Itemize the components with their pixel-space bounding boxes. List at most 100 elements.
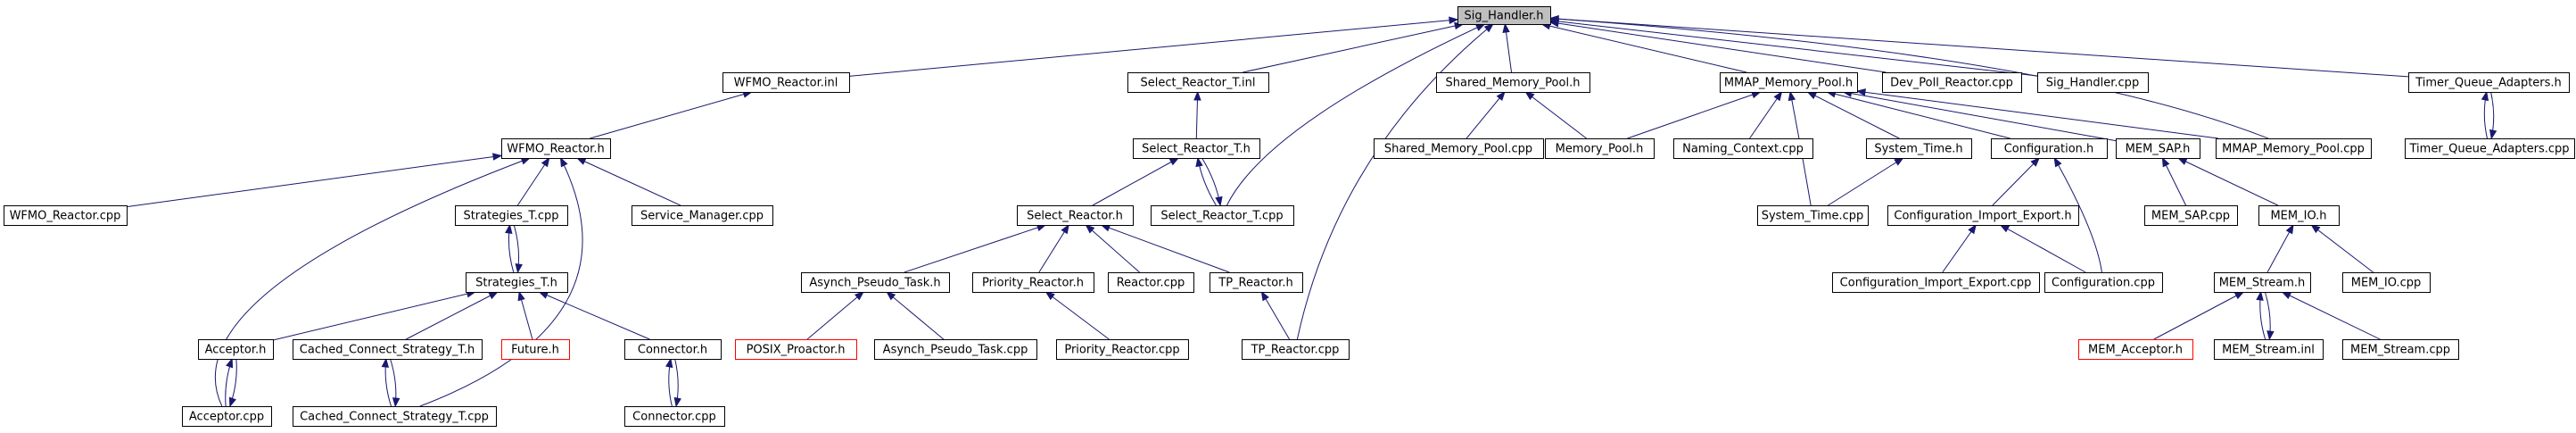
node-box xyxy=(2144,205,2238,226)
node-tp-reactor-h[interactable]: TP_Reactor.h xyxy=(1210,272,1303,293)
node-mem-io-cpp[interactable]: MEM_IO.cpp xyxy=(2342,272,2431,293)
node-label: Priority_Reactor.cpp xyxy=(1064,344,1179,357)
dependency-edge-cached_connect_strategy_t_h-to-strategies_t_h xyxy=(406,291,498,340)
node-memory-pool-h[interactable]: Memory_Pool.h xyxy=(1545,138,1655,159)
dependency-edge-mem_sap_h-to-mmap_memory_pool_h xyxy=(1843,91,2117,142)
arrowhead-mem_io_cpp-to-mem_io_h xyxy=(2310,224,2321,234)
node-mmap-memory-pool-cpp[interactable]: MMAP_Memory_Pool.cpp xyxy=(2216,138,2372,159)
arrowhead-cached_connect_strategy_t_h-to-cached_connect_strategy_t_cpp xyxy=(392,397,400,408)
node-select-reactor-h[interactable]: Select_Reactor.h xyxy=(1017,205,1134,226)
node-cached-connect-strategy-t-cpp[interactable]: Cached_Connect_Strategy_T.cpp xyxy=(293,406,497,427)
node-wfmo-reactor-cpp[interactable]: WFMO_Reactor.cpp xyxy=(4,205,128,226)
node-dev-poll-reactor-cpp[interactable]: Dev_Poll_Reactor.cpp xyxy=(1882,72,2022,93)
dependency-edge-mmap_memory_pool_cpp-to-mmap_memory_pool_h xyxy=(1856,90,2218,139)
node-select-reactor-t-h[interactable]: Select_Reactor_T.h xyxy=(1133,138,1260,159)
node-sig-handler-cpp[interactable]: Sig_Handler.cpp xyxy=(2037,72,2149,93)
node-configuration-import-export-cpp[interactable]: Configuration_Import_Export.cpp xyxy=(1832,272,2040,293)
node-mem-stream-h[interactable]: MEM_Stream.h xyxy=(2214,272,2311,293)
node-connector-cpp[interactable]: Connector.cpp xyxy=(624,406,725,427)
arrowhead-shared_memory_pool_cpp-to-shared_memory_pool_h xyxy=(1496,90,1506,102)
node-box xyxy=(801,272,950,293)
arrowhead-mem_sap_cpp-to-mem_sap_h xyxy=(2161,156,2170,168)
dependency-edge-naming_context_cpp-to-mmap_memory_pool_h xyxy=(1749,91,1782,139)
arrowhead-select_reactor_t_h-to-select_reactor_t_cpp xyxy=(1215,196,1223,207)
node-label: Asynch_Pseudo_Task.h xyxy=(809,277,940,290)
dependency-edge-asynch_pseudo_task_h-to-select_reactor_h xyxy=(904,224,1046,273)
arrowhead-strategies_t_cpp-to-wfmo_reactor_h xyxy=(541,156,550,168)
node-mem-sap-cpp[interactable]: MEM_SAP.cpp xyxy=(2144,205,2238,226)
node-acceptor-h[interactable]: Acceptor.h xyxy=(198,339,274,360)
node-service-manager-cpp[interactable]: Service_Manager.cpp xyxy=(632,205,773,226)
node-box xyxy=(293,406,497,427)
node-box xyxy=(2214,272,2311,293)
node-sig-handler-h[interactable]: Sig_Handler.h xyxy=(1457,6,1551,25)
node-label: Shared_Memory_Pool.cpp xyxy=(1384,143,1532,156)
node-wfmo-reactor-inl[interactable]: WFMO_Reactor.inl xyxy=(722,72,850,93)
node-connector-h[interactable]: Connector.h xyxy=(624,339,722,360)
dependency-edge-select_reactor_t_cpp-to-sig_handler_h xyxy=(1226,23,1485,206)
node-select-reactor-t-cpp[interactable]: Select_Reactor_T.cpp xyxy=(1151,205,1294,226)
node-label: Acceptor.cpp xyxy=(189,411,264,424)
node-asynch-pseudo-task-cpp[interactable]: Asynch_Pseudo_Task.cpp xyxy=(874,339,1037,360)
node-box xyxy=(722,72,850,93)
node-future-h[interactable]: Future.h xyxy=(501,339,570,360)
dependency-edge-mem_sap_cpp-to-mem_sap_h xyxy=(2161,157,2187,206)
dependency-edge-priority_reactor_h-to-select_reactor_h xyxy=(1038,224,1069,273)
arrowhead-cached_connect_strategy_t_h-to-strategies_t_h xyxy=(488,291,499,300)
dependency-edge-tp_reactor_cpp-to-sig_handler_h xyxy=(1296,23,1494,340)
node-configuration-import-export-h[interactable]: Configuration_Import_Export.h xyxy=(1887,205,2079,226)
node-system-time-cpp[interactable]: System_Time.cpp xyxy=(1757,205,1869,226)
node-asynch-pseudo-task-h[interactable]: Asynch_Pseudo_Task.h xyxy=(801,272,950,293)
node-configuration-cpp[interactable]: Configuration.cpp xyxy=(2044,272,2163,293)
arrowhead-reactor_cpp-to-select_reactor_h xyxy=(1085,224,1095,234)
arrowhead-tp_reactor_cpp-to-tp_reactor_h xyxy=(1260,290,1269,302)
node-timer-queue-adapters-h[interactable]: Timer_Queue_Adapters.h xyxy=(2408,72,2570,93)
node-priority-reactor-cpp[interactable]: Priority_Reactor.cpp xyxy=(1056,339,1189,360)
node-cached-connect-strategy-t-h[interactable]: Cached_Connect_Strategy_T.h xyxy=(293,339,483,360)
node-box xyxy=(1017,205,1134,226)
node-system-time-h[interactable]: System_Time.h xyxy=(1866,138,1972,159)
dependency-edge-configuration_cpp-to-configuration_h xyxy=(2053,157,2102,273)
node-timer-queue-adapters-cpp[interactable]: Timer_Queue_Adapters.cpp xyxy=(2405,138,2575,159)
node-label: Naming_Context.cpp xyxy=(1682,143,1804,156)
node-label: Strategies_T.cpp xyxy=(463,210,558,223)
dependency-edge-configuration_h-to-mmap_memory_pool_h xyxy=(1827,91,2010,139)
node-mem-io-h[interactable]: MEM_IO.h xyxy=(2258,205,2340,226)
node-mem-acceptor-h[interactable]: MEM_Acceptor.h xyxy=(2078,339,2193,360)
node-label: Configuration_Import_Export.h xyxy=(1894,210,2071,223)
node-label: Reactor.cpp xyxy=(1117,277,1185,290)
node-box xyxy=(1673,138,1813,159)
node-label: WFMO_Reactor.h xyxy=(507,143,604,156)
node-box xyxy=(1127,72,1269,93)
node-label: Configuration.cpp xyxy=(2052,277,2155,290)
node-priority-reactor-h[interactable]: Priority_Reactor.h xyxy=(972,272,1094,293)
node-configuration-h[interactable]: Configuration.h xyxy=(1991,138,2108,159)
node-tp-reactor-cpp[interactable]: TP_Reactor.cpp xyxy=(1242,339,1350,360)
dependency-edge-shared_memory_pool_cpp-to-shared_memory_pool_h xyxy=(1466,91,1506,139)
node-shared-memory-pool-h[interactable]: Shared_Memory_Pool.h xyxy=(1436,72,1590,93)
node-label: Select_Reactor_T.inl xyxy=(1140,77,1255,90)
node-mem-stream-cpp[interactable]: MEM_Stream.cpp xyxy=(2342,339,2459,360)
arrowhead-connector_cpp-to-connector_h xyxy=(665,357,673,369)
node-strategies-t-cpp[interactable]: Strategies_T.cpp xyxy=(455,205,568,226)
node-mmap-memory-pool-h[interactable]: MMAP_Memory_Pool.h xyxy=(1720,72,1858,93)
node-box xyxy=(1108,272,1194,293)
dependency-edge-acceptor_h-to-strategies_t_h xyxy=(272,291,475,341)
node-box xyxy=(293,339,483,360)
node-label: Cached_Connect_Strategy_T.h xyxy=(300,344,475,357)
dependency-edge-mmap_memory_pool_h-to-sig_handler_h xyxy=(1541,23,1747,73)
node-mem-stream-inl[interactable]: MEM_Stream.inl xyxy=(2214,339,2324,360)
node-box xyxy=(182,406,272,427)
node-wfmo-reactor-h[interactable]: WFMO_Reactor.h xyxy=(501,138,611,159)
node-label: Priority_Reactor.h xyxy=(982,277,1084,290)
node-strategies-t-h[interactable]: Strategies_T.h xyxy=(466,272,568,293)
node-reactor-cpp[interactable]: Reactor.cpp xyxy=(1108,272,1194,293)
node-acceptor-cpp[interactable]: Acceptor.cpp xyxy=(182,406,272,427)
node-shared-memory-pool-cpp[interactable]: Shared_Memory_Pool.cpp xyxy=(1374,138,1544,159)
node-mem-sap-h[interactable]: MEM_SAP.h xyxy=(2116,138,2200,159)
node-select-reactor-t-inl[interactable]: Select_Reactor_T.inl xyxy=(1127,72,1269,93)
node-posix-proactor-h[interactable]: POSIX_Proactor.h xyxy=(735,339,857,360)
node-naming-context-cpp[interactable]: Naming_Context.cpp xyxy=(1673,138,1813,159)
arrowhead-select_reactor_h-to-select_reactor_t_h xyxy=(1168,157,1180,166)
dependency-edge-memory_pool_h-to-shared_memory_pool_h xyxy=(1525,91,1587,139)
